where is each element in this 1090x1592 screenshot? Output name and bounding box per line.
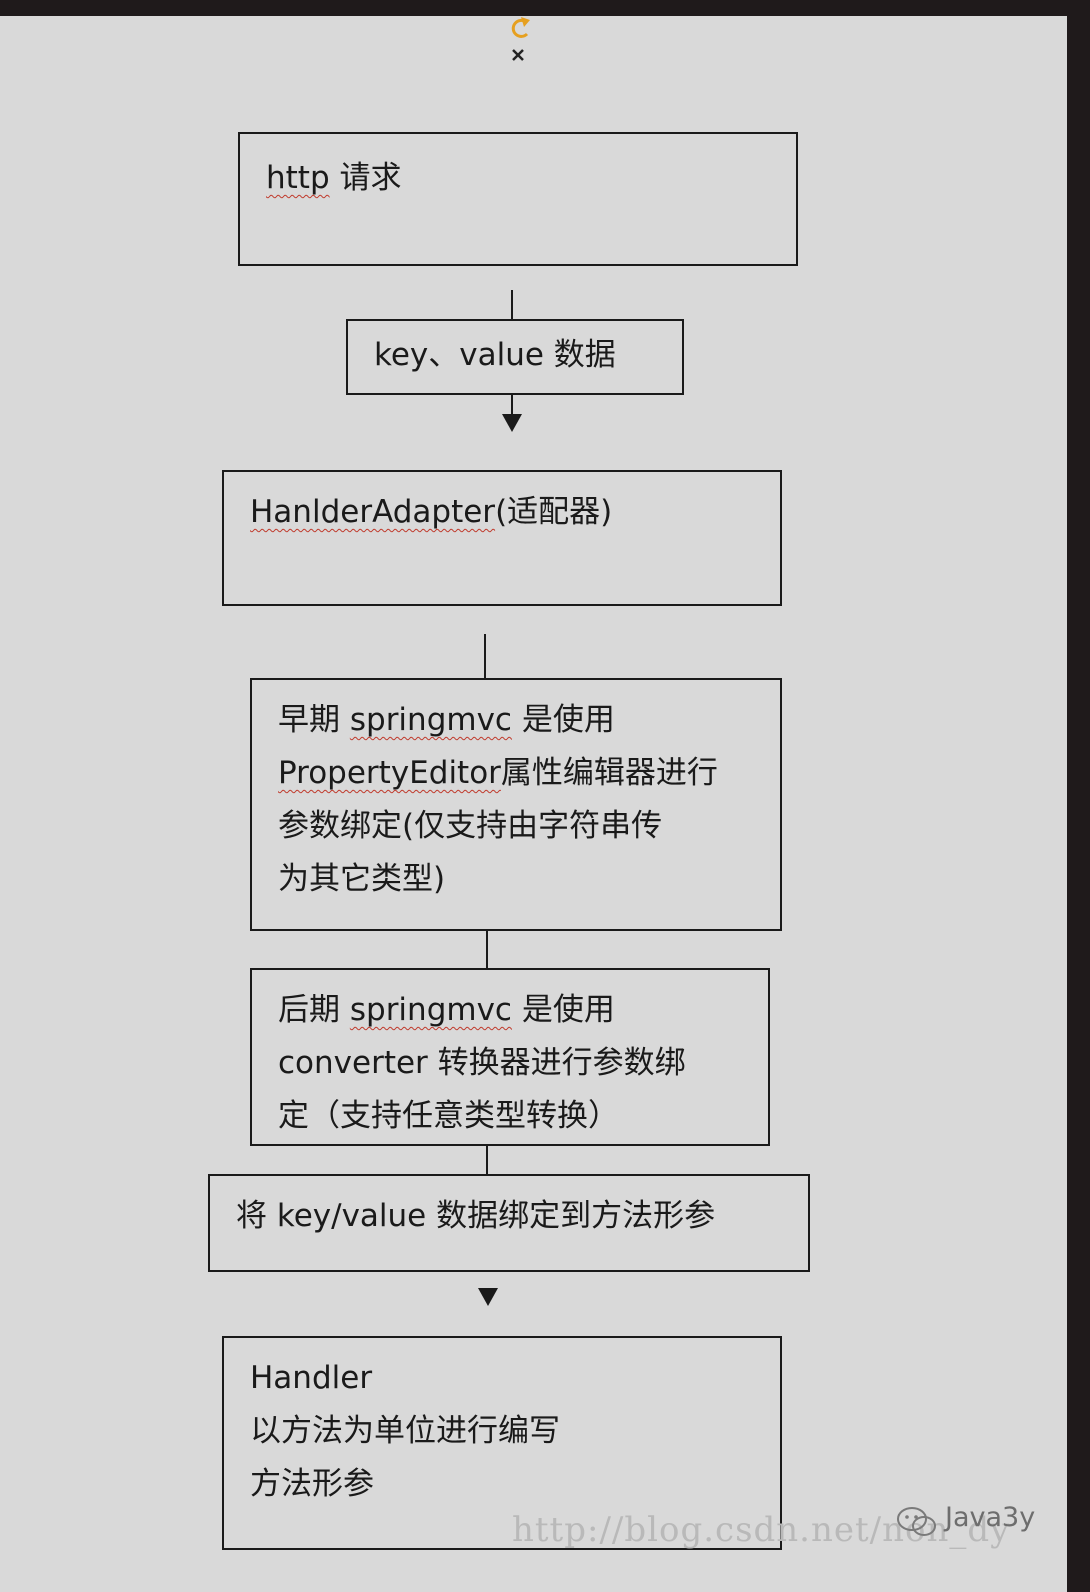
spellcheck-word: springmvc xyxy=(349,992,512,1028)
spellcheck-word: http xyxy=(266,160,330,196)
box-text-segment: (适配器) xyxy=(495,494,613,530)
box-text-segment: 后期 xyxy=(278,992,350,1028)
box-text: http 请求 xyxy=(266,152,402,205)
box-handler-adapter: HanlderAdapter(适配器) xyxy=(222,470,782,606)
box-text: key、value 数据 xyxy=(374,329,616,382)
spellcheck-word: springmvc xyxy=(349,702,512,738)
box-property-editor: 早期 springmvc 是使用 PropertyEditor属性编辑器进行 参… xyxy=(250,678,782,931)
box-text-segment: Handler 以方法为单位进行编写 方法形参 xyxy=(250,1360,560,1502)
box-converter: 后期 springmvc 是使用 converter 转换器进行参数绑 定（支持… xyxy=(250,968,770,1146)
box-text: 将 key/value 数据绑定到方法形参 xyxy=(236,1190,715,1243)
box-text-segment: 将 key/value 数据绑定到方法形参 xyxy=(236,1198,716,1234)
box-text-segment: 是使用 xyxy=(521,702,615,738)
box-http-request: http 请求 xyxy=(238,132,798,266)
box-handler: Handler 以方法为单位进行编写 方法形参 xyxy=(222,1336,782,1550)
spellcheck-word: HanlderAdapter xyxy=(250,494,496,530)
connector-line xyxy=(511,290,513,320)
box-text-segment: key、value 数据 xyxy=(374,337,616,373)
connector-line xyxy=(511,394,513,416)
box-text: 早期 springmvc 是使用 PropertyEditor属性编辑器进行 参… xyxy=(278,694,718,906)
arrow-down-icon xyxy=(478,1288,498,1306)
box-text-segment: 请求 xyxy=(329,160,402,196)
box-text: HanlderAdapter(适配器) xyxy=(250,486,612,539)
window-frame-right xyxy=(1067,16,1090,1592)
box-bind-params: 将 key/value 数据绑定到方法形参 xyxy=(208,1174,810,1272)
connector-line xyxy=(486,1145,488,1175)
arrow-down-icon xyxy=(502,414,522,432)
watermark-brand: Java3y xyxy=(895,1500,1045,1550)
box-text-segment: 早期 xyxy=(278,702,350,738)
box-text-segment: 属性编辑器进行 参数绑定(仅支持由字符串传 为其它类型) xyxy=(278,755,718,897)
box-text: Handler 以方法为单位进行编写 方法形参 xyxy=(250,1352,560,1511)
rotate-handle-icon[interactable] xyxy=(505,14,533,64)
connector-line xyxy=(484,634,486,678)
box-key-value-data: key、value 数据 xyxy=(346,319,684,395)
watermark-brand-name: Java3y xyxy=(945,1502,1036,1533)
wechat-icon xyxy=(897,1507,936,1536)
connector-line xyxy=(486,930,488,968)
box-text-segment: 是使用 converter 转换器进行参数绑 定（支持任意类型转换） xyxy=(278,992,686,1134)
box-text: 后期 springmvc 是使用 converter 转换器进行参数绑 定（支持… xyxy=(278,984,686,1143)
spellcheck-word: PropertyEditor xyxy=(278,755,501,791)
